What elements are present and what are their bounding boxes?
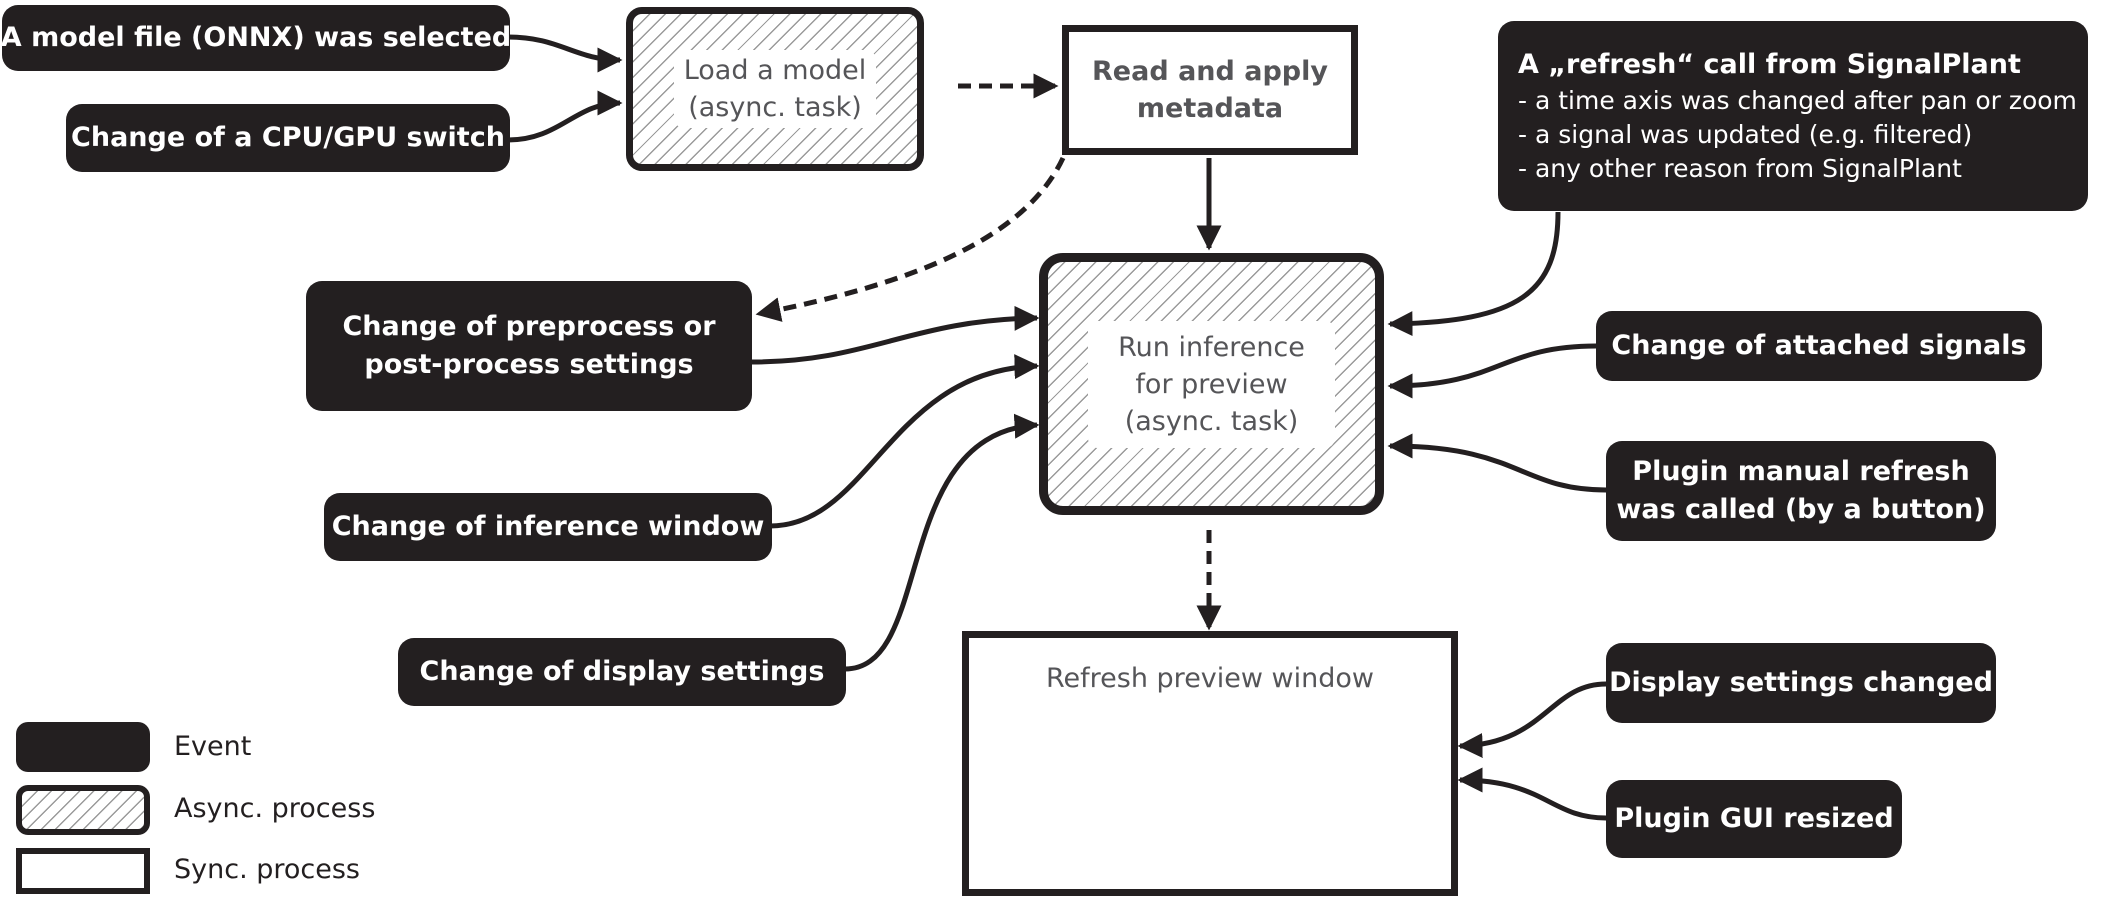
event-preprocess-line-1: Change of preprocess or bbox=[342, 311, 716, 342]
event-refresh-call-item: - any other reason from SignalPlant bbox=[1518, 154, 1962, 183]
legend-event-label: Event bbox=[174, 731, 252, 762]
read-metadata-line-1: Read and apply bbox=[1092, 56, 1328, 87]
run-inference-line-3: (async. task) bbox=[1124, 405, 1299, 437]
event-display-settings: Change of display settings bbox=[398, 638, 846, 706]
read-metadata-process: Read and apply metadata bbox=[1062, 25, 1358, 155]
load-model-line-2: (async. task) bbox=[688, 92, 862, 123]
event-inference-window: Change of inference window bbox=[324, 493, 772, 561]
arrow-preprocess-to-inference bbox=[751, 305, 1040, 365]
load-model-line-1: Load a model bbox=[683, 55, 867, 86]
event-display-settings-label: Change of display settings bbox=[419, 656, 825, 687]
arrow-cpu-to-load bbox=[507, 90, 623, 143]
legend-sync-symbol bbox=[16, 848, 150, 894]
event-gui-resized-label: Plugin GUI resized bbox=[1614, 803, 1894, 834]
arrow-model-to-load bbox=[507, 34, 623, 73]
event-gui-resized: Plugin GUI resized bbox=[1606, 780, 1902, 858]
event-manual-refresh-line-2: was called (by a button) bbox=[1616, 494, 1986, 525]
event-refresh-call-title: A „refresh“ call from SignalPlant bbox=[1518, 49, 2021, 80]
event-inference-window-label: Change of inference window bbox=[331, 511, 765, 542]
load-model-process: Load a model (async. task) bbox=[626, 7, 924, 171]
event-refresh-call-item: - a signal was updated (e.g. filtered) bbox=[1518, 120, 1973, 149]
event-manual-refresh-line-1: Plugin manual refresh bbox=[1632, 456, 1970, 487]
arrow-display-changed-to-preview bbox=[1457, 681, 1607, 758]
read-metadata-line-2: metadata bbox=[1136, 93, 1284, 124]
event-display-settings-changed: Display settings changed bbox=[1606, 643, 1996, 723]
run-inference-process: Run inference for preview (async. task) bbox=[1039, 253, 1384, 515]
legend-async-symbol bbox=[16, 785, 150, 835]
event-cpu-gpu-switch-label: Change of a CPU/GPU switch bbox=[71, 122, 505, 153]
arrow-gui-resized-to-preview bbox=[1457, 767, 1607, 821]
event-preprocess-line-2: post-process settings bbox=[364, 349, 694, 380]
legend-sync-label: Sync. process bbox=[174, 854, 360, 885]
event-manual-refresh: Plugin manual refresh was called (by a b… bbox=[1606, 441, 1996, 541]
run-inference-line-1: Run inference bbox=[1118, 331, 1305, 363]
arrow-refresh-call-to-inference bbox=[1387, 211, 1561, 337]
event-preprocess-settings: Change of preprocess or post-process set… bbox=[306, 281, 752, 411]
run-inference-line-2: for preview bbox=[1135, 368, 1288, 400]
event-model-selected-label: A model file (ONNX) was selected bbox=[0, 22, 512, 53]
refresh-preview-process: Refresh preview window bbox=[962, 631, 1458, 896]
event-cpu-gpu-switch: Change of a CPU/GPU switch bbox=[66, 104, 510, 172]
arrow-display-to-inference bbox=[844, 413, 1040, 672]
arrow-manual-to-inference bbox=[1387, 433, 1607, 493]
event-model-selected: A model file (ONNX) was selected bbox=[0, 5, 512, 71]
arrow-attached-to-inference bbox=[1387, 343, 1597, 399]
legend-event-symbol bbox=[16, 722, 150, 772]
refresh-preview-label: Refresh preview window bbox=[1046, 663, 1374, 694]
arrow-window-to-inference bbox=[769, 354, 1040, 529]
event-refresh-call-item: - a time axis was changed after pan or z… bbox=[1518, 86, 2077, 115]
event-attached-signals-label: Change of attached signals bbox=[1611, 330, 2027, 361]
event-attached-signals: Change of attached signals bbox=[1596, 311, 2042, 381]
event-refresh-call: A „refresh“ call from SignalPlant - a ti… bbox=[1498, 21, 2088, 211]
event-display-settings-changed-label: Display settings changed bbox=[1609, 667, 1993, 698]
arrow-read-to-preprocess bbox=[755, 156, 1066, 322]
legend-async-label: Async. process bbox=[174, 793, 376, 824]
